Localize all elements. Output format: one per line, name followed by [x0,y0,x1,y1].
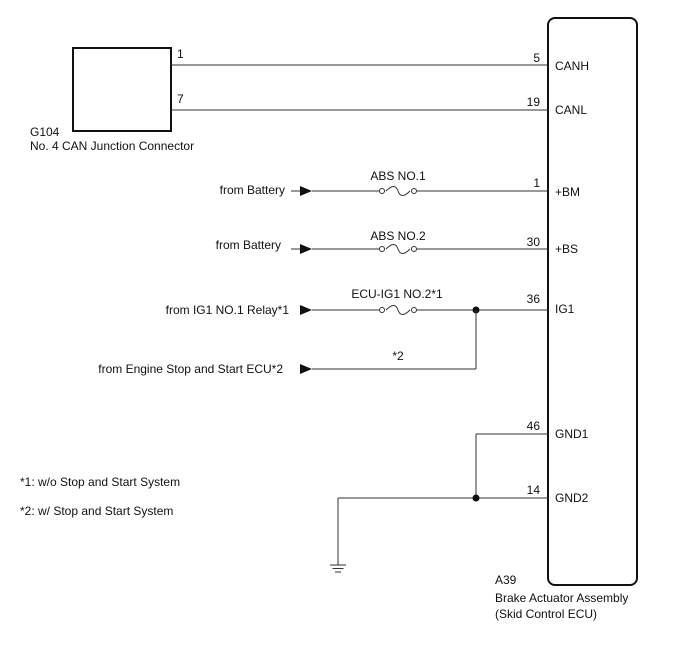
connector-pin-canl: 7 [177,92,184,106]
pin-num-bm: 1 [533,176,540,190]
connector-name: No. 4 CAN Junction Connector [30,139,194,153]
note-1: *1: w/o Stop and Start System [20,475,180,489]
fuse-ecu-ig1-label: ECU-IG1 NO.2*1 [351,287,443,301]
fuse-abs1-label: ABS NO.1 [370,169,426,183]
source-ig1-relay: from IG1 NO.1 Relay*1 [166,303,290,317]
source-engine-ecu: from Engine Stop and Start ECU*2 [98,362,283,376]
pin-num-bs: 30 [527,235,541,249]
fuse-abs2-label: ABS NO.2 [370,229,426,243]
ecu-box [547,17,638,586]
ecu-name-line2: (Skid Control ECU) [495,607,597,621]
can-junction-connector-box [72,47,172,132]
source-battery-1: from Battery [220,183,285,197]
ecu-name-line1: Brake Actuator Assembly [495,591,628,605]
fuse-abs1-terminal-right [411,188,417,194]
pin-num-ig1: 36 [527,292,541,306]
pin-name-bm: +BM [555,185,580,199]
fuse-abs1-icon [385,186,411,196]
pin-name-gnd2: GND2 [555,491,589,505]
arrow-ig1-relay-icon [300,305,312,315]
engine-ecu-wire-note: *2 [392,349,404,363]
fuse-abs2-terminal-right [411,246,417,252]
pin-num-gnd2: 14 [527,483,541,497]
pin-name-canl: CANL [555,103,587,117]
pin-name-bs: +BS [555,242,578,256]
arrow-battery-2-icon [300,244,312,254]
ground-icon [330,564,346,573]
pin-num-gnd1: 46 [527,419,541,433]
fuse-abs1-terminal-left [379,188,385,194]
pin-name-ig1: IG1 [555,302,575,316]
connector-pin-canh: 1 [177,47,184,61]
fuse-ecu-ig1-terminal-left [379,307,385,313]
pin-num-canl: 19 [527,95,541,109]
source-battery-2: from Battery [216,238,281,252]
fuse-ecu-ig1-icon [385,305,411,315]
fuse-abs2-terminal-left [379,246,385,252]
pin-name-gnd1: GND1 [555,427,589,441]
connector-code: G104 [30,125,60,139]
arrow-engine-ecu-icon [300,364,312,374]
pin-num-canh: 5 [533,51,540,65]
ground-splice-dot [472,494,480,502]
arrow-battery-1-icon [300,186,312,196]
note-2: *2: w/ Stop and Start System [20,504,173,518]
fuse-abs2-icon [385,244,411,254]
ecu-code: A39 [495,573,517,587]
fuse-ecu-ig1-terminal-right [411,307,417,313]
pin-name-canh: CANH [555,59,589,73]
